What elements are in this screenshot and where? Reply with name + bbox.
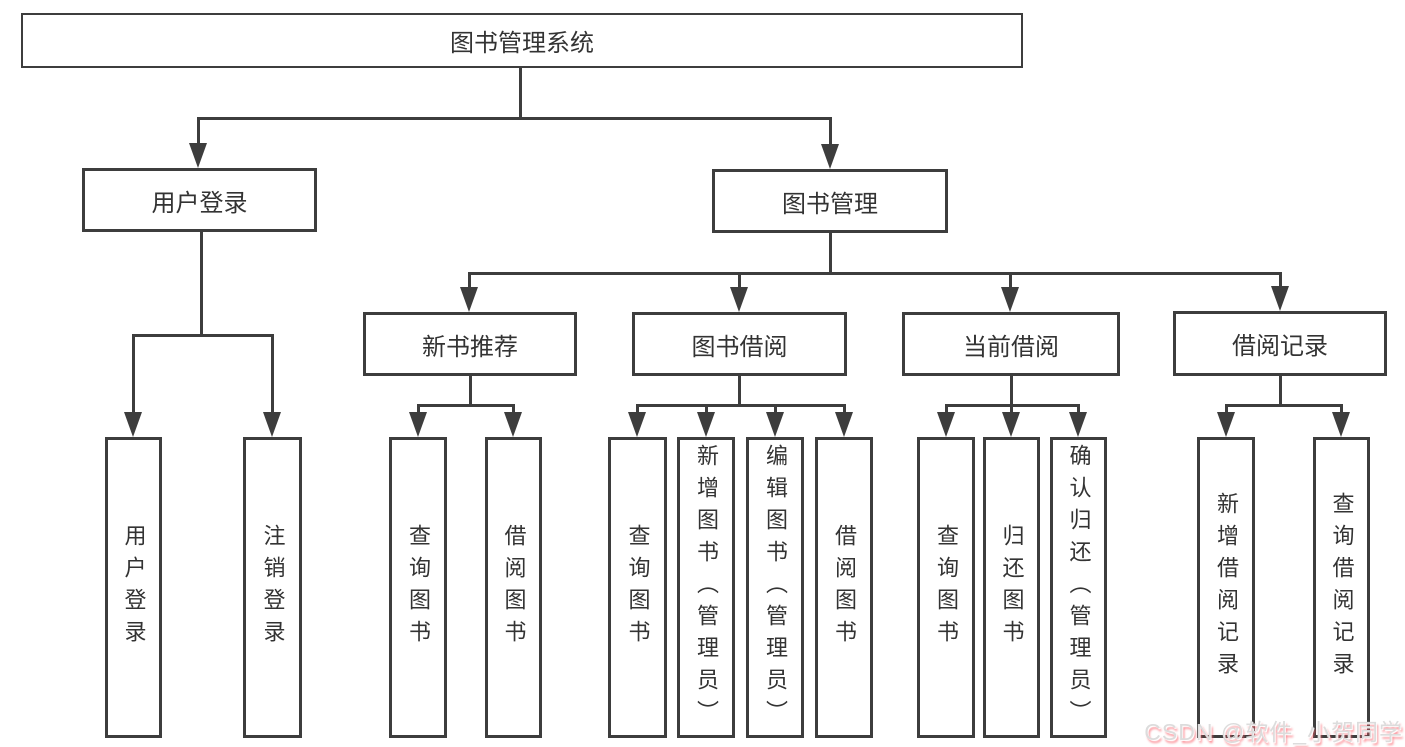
connector-line <box>1224 403 1228 416</box>
node-new-book-recommend: 新书推荐 <box>363 312 577 376</box>
node-label: 新书推荐 <box>422 333 518 361</box>
connector-line <box>518 66 522 120</box>
arrow-down-icon <box>409 412 427 437</box>
connector-line <box>131 333 274 337</box>
csdn-watermark: CSDN @软件_小贺同学 <box>1144 719 1403 745</box>
connector-line <box>467 271 471 290</box>
node-label: 查询借阅记录 <box>1329 491 1355 684</box>
connector-line <box>773 403 777 416</box>
connector-line <box>1278 374 1282 407</box>
connector-line <box>468 374 472 407</box>
node-label: 图书借阅 <box>691 333 788 361</box>
arrow-down-icon <box>628 412 646 437</box>
arrow-down-icon <box>1069 412 1087 437</box>
connector-line <box>199 230 203 337</box>
connector-line <box>842 403 846 416</box>
node-leaf-logout: 注销登录 <box>243 437 302 738</box>
node-leaf-edit-book: 编辑图书（管理员） <box>746 437 804 738</box>
arrow-down-icon <box>937 412 955 437</box>
arrow-down-icon <box>124 412 142 437</box>
arrow-down-icon <box>189 143 207 168</box>
connector-line <box>1076 403 1080 416</box>
connector-line <box>196 116 200 148</box>
node-label: 归还图书 <box>999 523 1025 652</box>
connector-line <box>1009 403 1013 416</box>
node-leaf-confirm-return: 确认归还（管理员） <box>1050 437 1107 738</box>
connector-line <box>828 231 832 275</box>
connector-line <box>511 403 515 416</box>
node-label: 用户登录 <box>151 189 248 217</box>
node-leaf-borrow-book-2: 借阅图书 <box>815 437 873 738</box>
node-label: 图书管理 <box>782 190 878 218</box>
node-leaf-user-login: 用户登录 <box>105 437 162 738</box>
arrow-down-icon <box>697 412 715 437</box>
connector-line <box>416 403 420 416</box>
connector-line <box>828 116 832 149</box>
node-leaf-query-borrow-record: 查询借阅记录 <box>1313 437 1370 738</box>
connector-line <box>737 271 741 291</box>
node-leaf-borrow-book-1: 借阅图书 <box>485 437 542 738</box>
node-leaf-add-book: 新增图书（管理员） <box>677 437 735 738</box>
node-label: 借阅图书 <box>501 523 527 652</box>
node-label: 用户登录 <box>121 523 147 652</box>
node-label: 查询图书 <box>625 523 651 652</box>
node-label: 确认归还（管理员） <box>1066 443 1092 732</box>
connector-line <box>1278 271 1282 290</box>
node-leaf-query-book-3: 查询图书 <box>917 437 975 738</box>
node-book-management: 图书管理 <box>712 169 948 233</box>
node-label: 新增图书（管理员） <box>694 443 719 732</box>
node-leaf-query-book-1: 查询图书 <box>389 437 447 738</box>
node-user-login: 用户登录 <box>82 168 317 232</box>
connector-line <box>1008 271 1012 291</box>
arrow-down-icon <box>1271 286 1289 311</box>
arrow-down-icon <box>263 412 281 437</box>
node-label: 编辑图书（管理员） <box>763 443 788 732</box>
arrow-down-icon <box>1332 412 1350 437</box>
connector-line <box>944 403 948 416</box>
node-leaf-return-book: 归还图书 <box>983 437 1040 738</box>
node-label: 注销登录 <box>260 523 286 652</box>
arrow-down-icon <box>766 412 784 437</box>
node-label: 图书管理系统 <box>450 30 594 57</box>
connector-line <box>1224 403 1343 407</box>
node-label: 查询图书 <box>934 523 959 652</box>
node-root: 图书管理系统 <box>21 13 1023 68</box>
node-label: 查询图书 <box>406 523 431 652</box>
node-label: 当前借阅 <box>963 333 1059 361</box>
node-borrow-records: 借阅记录 <box>1173 311 1387 376</box>
connector-line <box>737 374 741 407</box>
arrow-down-icon <box>1217 412 1235 437</box>
node-label: 借阅记录 <box>1232 333 1328 360</box>
connector-line <box>1339 403 1343 416</box>
arrow-down-icon <box>835 412 853 437</box>
node-leaf-query-book-2: 查询图书 <box>608 437 667 738</box>
arrow-down-icon <box>730 287 748 312</box>
node-current-borrow: 当前借阅 <box>902 312 1120 376</box>
connector-line <box>270 333 274 416</box>
connector-line <box>635 403 639 416</box>
arrow-down-icon <box>504 412 522 437</box>
connector-line <box>196 116 832 120</box>
node-label: 借阅图书 <box>832 523 857 652</box>
connector-line <box>467 271 1282 275</box>
connector-line <box>635 403 846 407</box>
node-book-borrow: 图书借阅 <box>632 312 847 376</box>
connector-line <box>416 403 515 407</box>
arrow-down-icon <box>1002 412 1020 437</box>
arrow-down-icon <box>821 144 839 169</box>
arrow-down-icon <box>1001 287 1019 312</box>
connector-line <box>131 333 135 416</box>
node-label: 新增借阅记录 <box>1214 491 1239 684</box>
arrow-down-icon <box>460 287 478 312</box>
connector-line <box>1009 374 1013 407</box>
connector-line <box>704 403 708 416</box>
node-leaf-add-borrow-record: 新增借阅记录 <box>1197 437 1255 738</box>
